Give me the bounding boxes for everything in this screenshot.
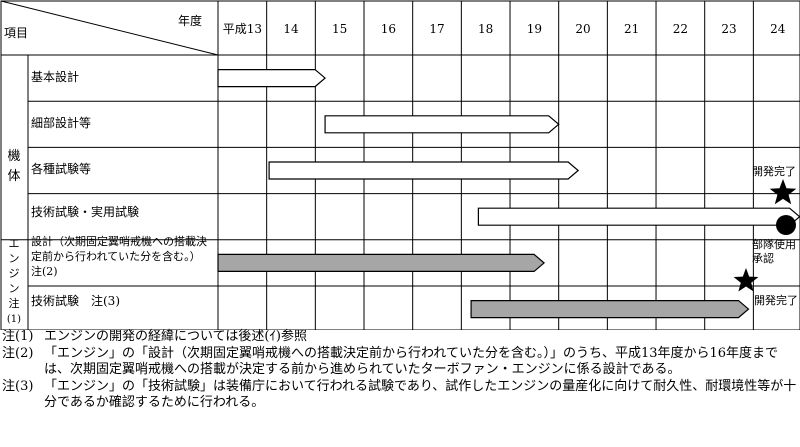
row-label: 定前から行われていた分を含む。） <box>31 249 201 263</box>
year-label: 24 <box>770 22 786 36</box>
note-2-text: 「エンジン」の「設計（次期固定翼哨戒機への搭載決定前から行われていた分を含む。）… <box>44 345 779 378</box>
schedule-bar-4 <box>217 253 546 272</box>
group-label-engine: ン <box>9 282 20 295</box>
note-2: 注(2) 「エンジン」の「設計（次期固定翼哨戒機への搭載決定前から行われていた分… <box>2 346 798 379</box>
row-label: 細部設計等 <box>31 115 91 130</box>
table-border <box>0 0 800 330</box>
group-label-machine-body: 体 <box>7 169 20 184</box>
schedule-bar-3 <box>477 207 800 226</box>
year-label: 平成13 <box>223 22 262 36</box>
schedule-bar-1 <box>324 115 560 134</box>
group-label-engine: ン <box>9 252 20 265</box>
marker-label-development-complete: 開発完了 <box>754 293 798 307</box>
note-3: 注(3) 「エンジン」の「技術試験」は装備庁において行われる試験であり、試作した… <box>2 379 798 412</box>
group-label-machine-body: 機 <box>7 149 20 164</box>
item-header-label: 項目 <box>4 26 28 40</box>
row-label: 注(2) <box>31 264 58 278</box>
year-label: 22 <box>673 22 688 36</box>
year-label: 14 <box>283 22 299 36</box>
year-label: 18 <box>478 22 493 36</box>
year-label: 21 <box>624 22 639 36</box>
group-label-engine: (1) <box>7 314 21 325</box>
completion-star-icon <box>769 179 797 205</box>
note-2-label: 注(2) <box>2 345 34 361</box>
marker-label-unit-use-approval: 部隊使用 <box>752 237 796 251</box>
note-1: 注(1) エンジンの開発の経緯については後述(ｲ)参照 <box>2 329 798 346</box>
year-label: 16 <box>381 22 396 36</box>
year-label: 17 <box>429 22 444 36</box>
note-1-text: エンジンの開発の経緯については後述(ｲ)参照 <box>44 329 307 344</box>
schedule-bar-5 <box>470 300 750 319</box>
group-label-engine: エ <box>9 237 20 250</box>
schedule-bar-0 <box>217 68 327 88</box>
row-label: 各種試験等 <box>31 161 91 176</box>
row-label: 技術試験・実用試験 <box>31 204 139 219</box>
note-1-label: 注(1) <box>2 329 34 344</box>
header-diagonal <box>0 0 219 56</box>
approval-circle-icon <box>776 215 796 235</box>
year-label: 15 <box>332 22 347 36</box>
row-label: 設計（次期固定翼哨戒機への搭載決 <box>31 234 207 248</box>
row-label: 基本設計 <box>31 69 79 84</box>
schedule-bar-2 <box>268 161 580 180</box>
group-label-engine: ジ <box>9 267 20 280</box>
marker-label-unit-use-approval: 承認 <box>752 251 774 265</box>
marker-label-development-complete: 開発完了 <box>752 164 796 178</box>
year-header-label: 年度 <box>178 13 202 28</box>
year-label: 20 <box>575 22 590 36</box>
year-label: 23 <box>721 22 736 36</box>
completion-star-icon <box>733 268 759 292</box>
group-label-engine: 注 <box>9 296 20 310</box>
note-3-text: 「エンジン」の「技術試験」は装備庁において行われる試験であり、試作したエンジンの… <box>44 378 797 411</box>
notes-section: 注(1) エンジンの開発の経緯については後述(ｲ)参照 注(2) 「エンジン」の… <box>2 329 798 412</box>
year-label: 19 <box>527 22 542 36</box>
note-3-label: 注(3) <box>2 378 34 394</box>
row-label: 技術試験 注(3) <box>31 293 120 308</box>
